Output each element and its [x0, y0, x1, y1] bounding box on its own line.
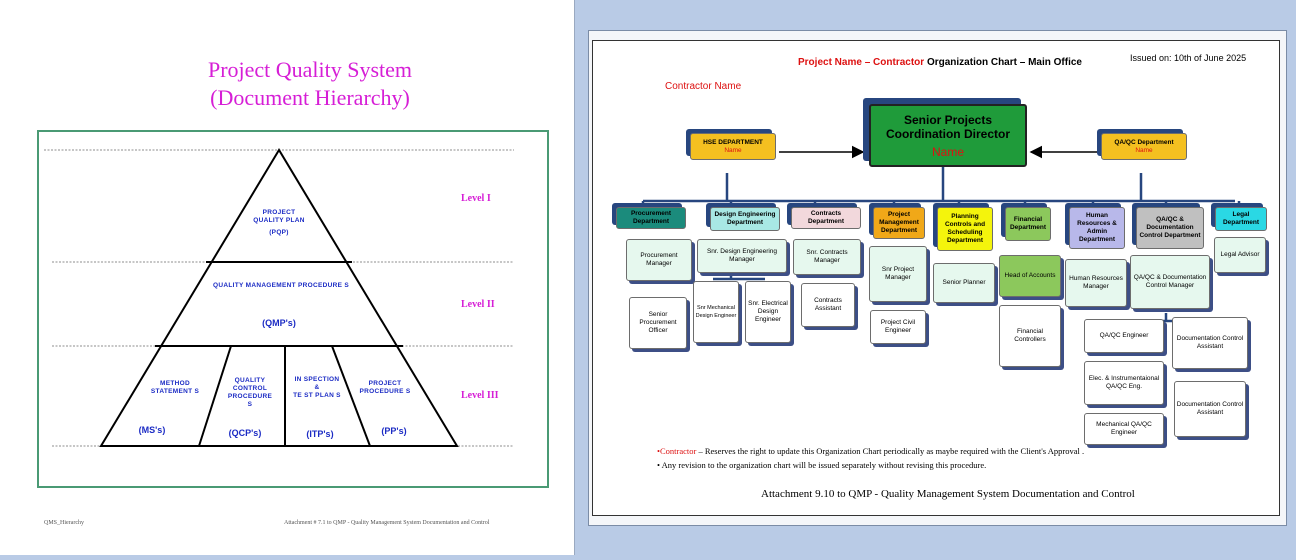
dept-design-engineering: Design Engineering Department [710, 207, 780, 231]
hse-name: Name [724, 146, 742, 154]
pqp-label: PROJECT QUALITY PLAN [253, 209, 305, 224]
pp-label: PROJECT PROCEDURE S [359, 380, 411, 395]
qaqc-department-box: QA/QC Department Name [1101, 133, 1187, 160]
documentation-control-assistant-2: Documentation Control Assistant [1174, 381, 1246, 437]
level-1-label: Level I [461, 193, 491, 204]
dept-legal: Legal Department [1215, 207, 1267, 231]
footer-left: QMS_Hierarchy [44, 520, 84, 526]
qmp-label: QUALITY MANAGEMENT PROCEDURE S [213, 282, 349, 289]
dept-hr-admin: Human Resources & Admin Department [1069, 207, 1125, 249]
level-2-label: Level II [461, 299, 495, 310]
pqp-abbr: (PQP) [269, 229, 289, 236]
pyramid-frame [37, 130, 549, 488]
contractor-name: Contractor Name [665, 81, 742, 92]
pyramid-split-3 [331, 345, 371, 447]
itp-label: IN SPECTION & TE ST PLAN S [293, 376, 341, 399]
project-civil-engineer: Project Civil Engineer [870, 310, 926, 344]
documentation-control-assistant-1: Documentation Control Assistant [1172, 317, 1248, 369]
director-title: Senior Projects Coordination Director [885, 112, 1010, 141]
qaqc-documentation-manager: QA/QC & Documentation Control Manager [1130, 255, 1210, 309]
snr-project-manager: Snr Project Manager [869, 246, 927, 302]
qcp-label: QUALITY CONTROL PROCEDURE S [227, 377, 273, 408]
snr-design-engineering-manager: Snr. Design Engineering Manager [697, 239, 787, 273]
level-3-label: Level III [461, 390, 499, 401]
elec-instr-qaqc-engineer: Elec. & Instrumentaional QA/QC Eng. [1084, 361, 1164, 405]
pyramid-split-1 [198, 345, 232, 447]
senior-planner: Senior Planner [933, 263, 995, 303]
title-dash: – [861, 57, 874, 68]
pyramid-outline [99, 148, 459, 447]
ms-abbr: (MS's) [138, 425, 166, 435]
dept-planning: Planning Controls and Scheduling Departm… [937, 207, 993, 251]
dept-project-management: Project Management Department [873, 207, 925, 239]
title-rest: Organization Chart – Main Office [924, 57, 1082, 68]
director-name: Name [931, 144, 964, 159]
dept-contracts: Contracts Department [791, 207, 861, 229]
qcp-abbr: (QCP's) [228, 428, 262, 438]
title-contractor: Contractor [873, 57, 925, 68]
human-resources-manager: Human Resources Manager [1065, 259, 1127, 307]
ms-label: METHOD STATEMENT S [150, 380, 200, 395]
qms-hierarchy-page: Project Quality System (Document Hierarc… [0, 0, 575, 555]
itp-abbr: (ITP's) [306, 429, 334, 439]
pyramid-diagram [44, 148, 514, 447]
pp-abbr: (PP's) [381, 426, 407, 436]
head-of-accounts: Head of Accounts [999, 255, 1061, 297]
mechanical-qaqc-engineer: Mechanical QA/QC Engineer [1084, 413, 1164, 445]
dept-financial: Financial Department [1005, 207, 1051, 241]
director-box: Senior Projects Coordination Director Na… [869, 104, 1027, 167]
title-line-1: Project Quality System [207, 57, 413, 82]
procurement-manager: Procurement Manager [626, 239, 692, 281]
note-1-prefix: •Contractor [657, 446, 697, 456]
snr-contracts-manager: Snr. Contracts Manager [793, 239, 861, 275]
qaqc-engineer: QA/QC Engineer [1084, 319, 1164, 353]
note-1: •Contractor – Reserves the right to upda… [657, 446, 1084, 456]
hse-department-box: HSE DEPARTMENT Name [690, 133, 776, 160]
org-chart-title: Project Name – Contractor Organization C… [798, 57, 1082, 68]
title-project-name: Project Name [798, 57, 862, 68]
snr-mechanical-design-engineer: Snr Mechanical Design Engineer [693, 281, 739, 343]
qmp-abbr: (QMP's) [262, 318, 296, 328]
legal-advisor: Legal Advisor [1214, 237, 1266, 273]
title-line-2: (Document Hierarchy) [210, 85, 410, 110]
attachment-caption: Attachment 9.10 to QMP - Quality Managem… [761, 488, 1135, 500]
org-chart-page: Project Name – Contractor Organization C… [592, 40, 1280, 516]
senior-procurement-officer: Senior Procurement Officer [629, 297, 687, 349]
org-chart-window: Project Name – Contractor Organization C… [588, 30, 1287, 526]
footer-right: Attachment # 7.1 to QMP - Quality Manage… [284, 520, 490, 526]
dept-procurement: Procurement Department [616, 207, 686, 229]
note-2: • Any revision to the organization chart… [657, 460, 987, 470]
qaqc-top-title: QA/QC Department [1114, 138, 1174, 146]
contracts-assistant: Contracts Assistant [801, 283, 855, 327]
note-1-text: – Reserves the right to update this Orga… [696, 446, 1085, 456]
snr-electrical-design-engineer: Snr. Electrical Design Engineer [745, 281, 791, 343]
page-title: Project Quality System (Document Hierarc… [100, 56, 520, 112]
qaqc-top-name: Name [1135, 146, 1153, 154]
hse-title: HSE DEPARTMENT [703, 138, 763, 146]
issued-date: Issued on: 10th of June 2025 [1130, 53, 1247, 63]
financial-controllers: Financial Controllers [999, 305, 1061, 367]
dept-qaqc-documentation: QA/QC & Documentation Control Department [1136, 207, 1204, 249]
